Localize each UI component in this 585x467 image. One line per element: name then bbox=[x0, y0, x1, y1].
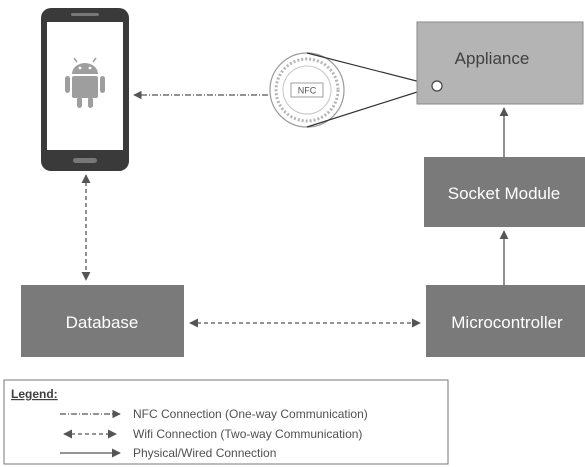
database-box bbox=[21, 285, 184, 357]
legend-wired-label: Physical/Wired Connection bbox=[133, 446, 276, 460]
legend: Legend: NFC Connection (One-way Communic… bbox=[3, 379, 449, 465]
legend-nfc-label: NFC Connection (One-way Communication) bbox=[133, 407, 368, 421]
nfc-tag-label: NFC bbox=[298, 86, 317, 96]
smartphone-icon bbox=[41, 8, 129, 171]
socket-module-box bbox=[424, 157, 585, 227]
appliance-label: Appliance bbox=[455, 49, 530, 68]
socket-module-label: Socket Module bbox=[448, 184, 560, 203]
nfc-attachment-point bbox=[431, 80, 443, 92]
nfc-callout-line-bottom bbox=[306, 85, 437, 128]
microcontroller-label: Microcontroller bbox=[451, 313, 563, 332]
nfc-tag: NFC bbox=[269, 52, 345, 128]
legend-wifi-label: Wifi Connection (Two-way Communication) bbox=[133, 427, 362, 441]
appliance-box bbox=[416, 21, 584, 105]
nfc-callout-line-top bbox=[306, 52, 437, 87]
microcontroller-box bbox=[426, 285, 585, 357]
legend-title: Legend: bbox=[11, 387, 58, 401]
database-label: Database bbox=[66, 313, 139, 332]
android-robot-icon bbox=[65, 57, 105, 108]
